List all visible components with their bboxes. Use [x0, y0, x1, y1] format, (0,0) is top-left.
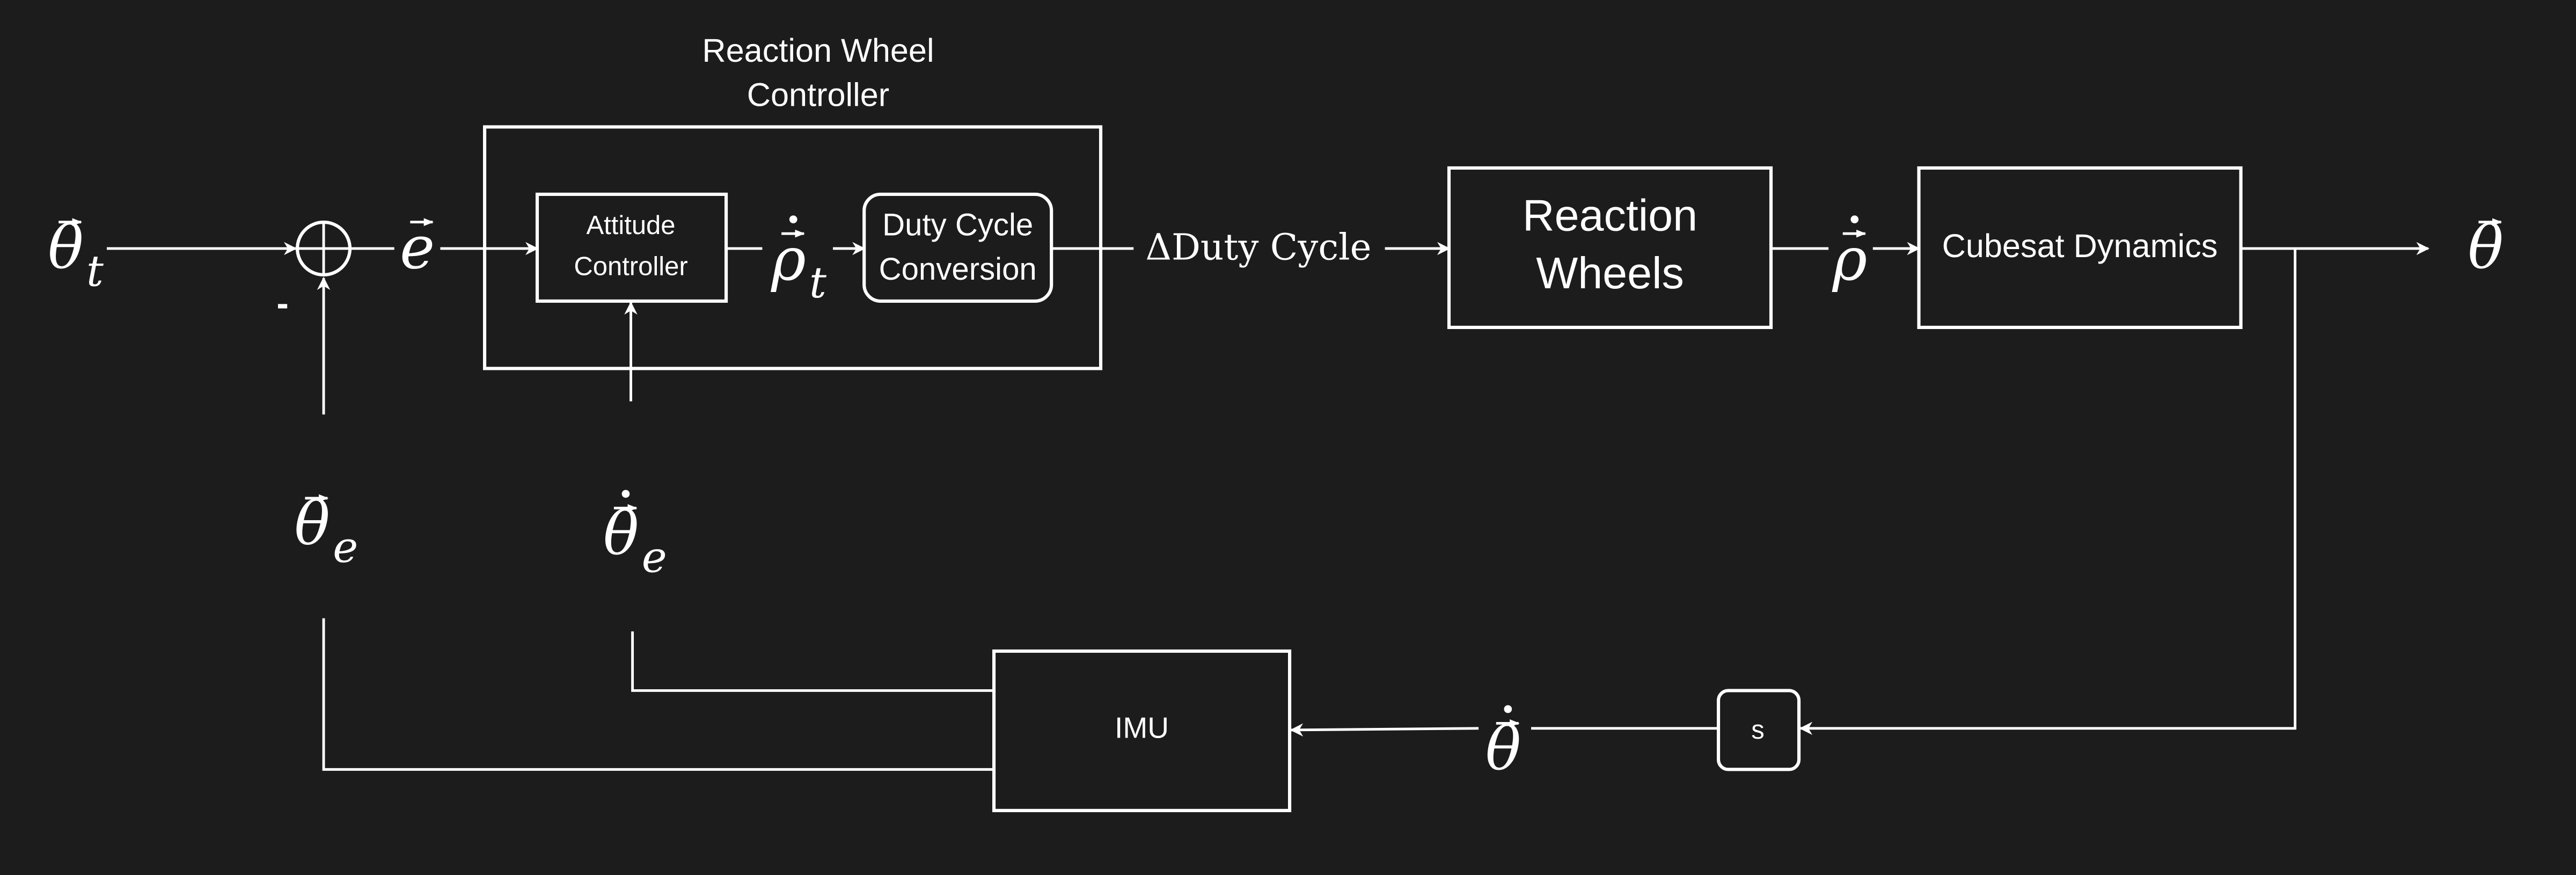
derivative-block[interactable]: s [1716, 689, 1801, 771]
delta-duty-cycle-label: ΔDuty Cycle [1145, 226, 1371, 268]
signal-symbol: ρ [1832, 225, 1868, 294]
cubesat-dynamics-block[interactable]: Cubesat Dynamics [1917, 166, 2243, 329]
signal-theta-output: θ [2468, 214, 2503, 282]
summing-junction[interactable] [296, 220, 352, 277]
duty-cycle-conversion-block[interactable]: Duty Cycle Conversion [862, 192, 1053, 303]
attitude-label-2: Controller [574, 252, 687, 281]
derivative-label: s [1751, 716, 1764, 745]
signal-symbol: θ [48, 214, 83, 282]
signal-theta-dot: θ [1485, 705, 1521, 783]
time-derivative-dot-icon [621, 490, 630, 498]
controller-title-line2: Controller [747, 76, 889, 113]
signal-subscript: e [333, 522, 358, 572]
signal-symbol: θ [603, 499, 639, 568]
reaction-wheels-block[interactable]: Reaction Wheels [1447, 166, 1773, 329]
duty-label-1: Duty Cycle [882, 208, 1033, 243]
signal-rho-dot: ρ [1832, 215, 1868, 294]
signal-symbol: ρ [771, 225, 806, 294]
signal-symbol: e [400, 214, 435, 282]
signal-error-e: e [400, 214, 435, 282]
imu-block[interactable]: IMU [992, 649, 1292, 812]
signal-symbol: θ [294, 490, 330, 558]
controller-title-line1: Reaction Wheel [702, 32, 934, 69]
time-derivative-dot-icon [1850, 215, 1859, 224]
time-derivative-dot-icon [789, 215, 797, 224]
duty-label-2: Conversion [879, 252, 1037, 287]
attitude-label-1: Attitude [586, 211, 675, 240]
attitude-controller-block[interactable]: Attitude Controller [535, 192, 728, 303]
summing-minus-sign: - [276, 283, 288, 324]
reaction-label-2: Wheels [1536, 248, 1684, 298]
signal-subscript: t [809, 258, 826, 308]
cubesat-label: Cubesat Dynamics [1942, 228, 2218, 264]
reaction-label-1: Reaction [1523, 191, 1697, 240]
signal-symbol: θ [2468, 214, 2503, 282]
signal-symbol: θ [1485, 714, 1521, 783]
time-derivative-dot-icon [1504, 705, 1512, 713]
wires [106, 242, 2429, 771]
imu-label: IMU [1115, 711, 1169, 744]
signal-subscript: e [642, 532, 667, 582]
signal-subscript: t [86, 246, 104, 296]
